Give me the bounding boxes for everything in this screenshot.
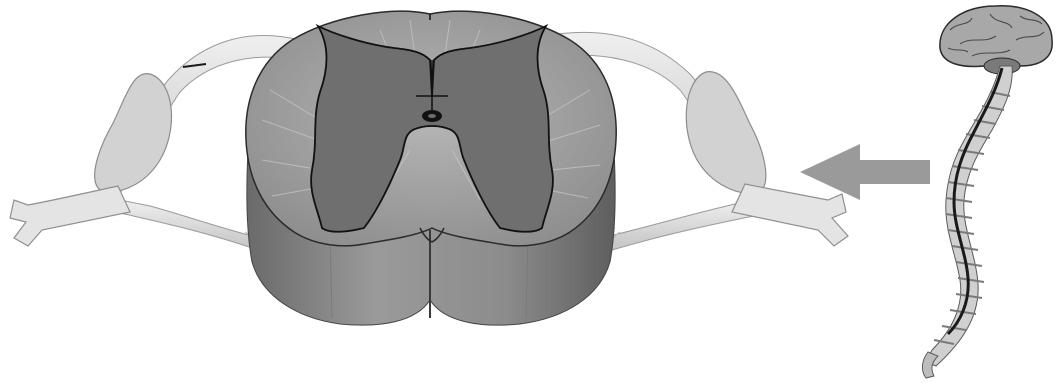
left-spinal-nerve-trunk [10, 186, 130, 246]
spine-icon [926, 66, 1012, 366]
brain-and-spine-locator [922, 6, 1052, 378]
pointer-arrow [800, 144, 930, 200]
left-dorsal-root-ganglion [95, 74, 172, 192]
right-dorsal-root-ganglion [686, 72, 766, 194]
left-ventral-root [116, 200, 260, 250]
spinal-cord-segment [246, 11, 616, 325]
right-spinal-nerve-trunk [732, 184, 848, 246]
left-arrow-icon [800, 144, 930, 200]
white-matter [246, 11, 616, 246]
